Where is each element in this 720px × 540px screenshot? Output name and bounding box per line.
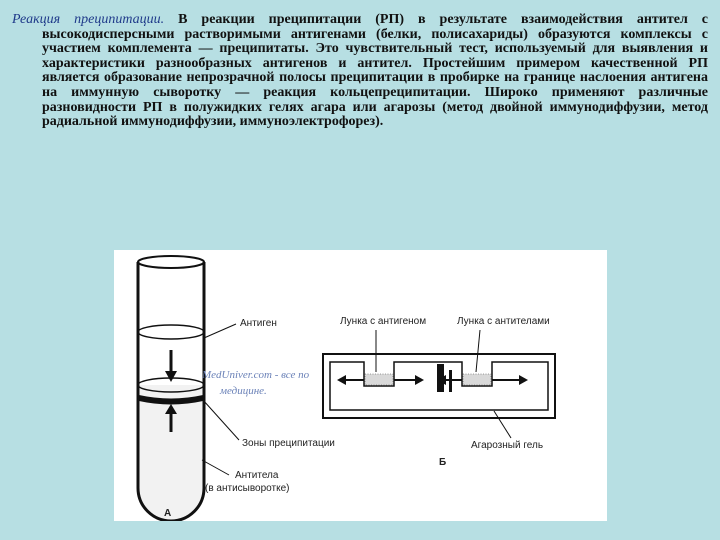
label-precipitation-zones: Зоны преципитации: [242, 438, 335, 449]
label-antigen: Антиген: [240, 318, 277, 329]
label-agarose-gel: Агарозный гель: [471, 440, 543, 451]
watermark-line2: медицине.: [219, 385, 267, 397]
arrow-right-icon: [492, 375, 528, 385]
agarose-gel-diagram: [322, 329, 556, 439]
precipitation-line-left: [437, 364, 444, 392]
arrow-right-icon: [394, 375, 424, 385]
precipitation-band: [139, 395, 203, 405]
paragraph-body: В реакции преципитации (РП) в результате…: [42, 12, 708, 130]
arrow-down-icon: [165, 350, 177, 382]
watermark-line1: MedUniver.com - все по: [201, 369, 310, 381]
antibody-well: [462, 373, 492, 386]
arrow-up-icon: [165, 404, 177, 432]
arrow-left-icon: [337, 375, 364, 385]
description-paragraph: Реакция преципитации. В реакции преципит…: [12, 12, 708, 130]
label-antibodies-sub: (в антисыворотке): [205, 483, 289, 494]
label-a: А: [164, 508, 171, 519]
label-antibody-well: Лунка с антителами: [457, 316, 550, 327]
label-antigen-well: Лунка с антигеном: [340, 316, 426, 327]
label-antibodies: Антитела: [235, 470, 279, 481]
arrow-left-icon: [437, 375, 462, 385]
test-tube-diagram: [136, 255, 240, 521]
label-b: Б: [439, 457, 446, 468]
precipitation-figure: Антиген Зоны преципитации Антитела (в ан…: [114, 250, 607, 521]
antigen-well: [364, 373, 394, 386]
paragraph-lead: Реакция преципитации.: [12, 12, 165, 27]
